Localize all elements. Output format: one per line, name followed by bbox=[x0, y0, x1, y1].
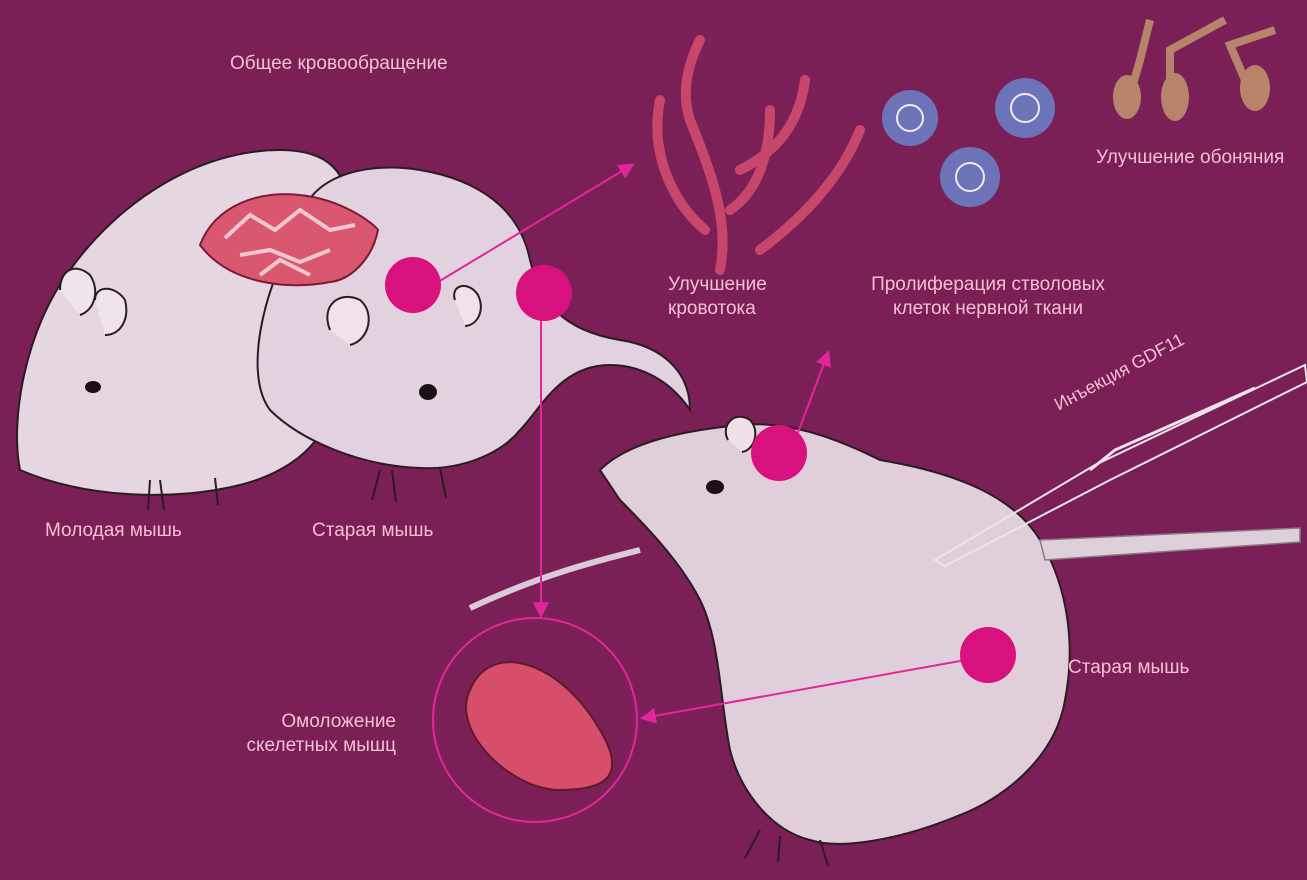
label-blood-flow: Улучшение кровотока bbox=[668, 273, 788, 321]
stem-cells-illustration bbox=[882, 78, 1055, 207]
label-muscle: Омоложение скелетных мышц bbox=[196, 710, 396, 758]
marker-injected-mouse-muscle bbox=[960, 627, 1016, 683]
young-mouse-eye bbox=[85, 381, 101, 393]
skeletal-muscle-illustration bbox=[433, 618, 637, 822]
marker-old-mouse-body bbox=[516, 265, 572, 321]
label-shared-circulation: Общее кровообращение bbox=[230, 52, 470, 76]
marker-old-mouse-brain bbox=[385, 257, 441, 313]
label-smell: Улучшение обоняния bbox=[1096, 146, 1301, 170]
old-mouse-injected-tail-left bbox=[470, 550, 640, 608]
marker-injected-mouse-brain bbox=[751, 425, 807, 481]
old-mouse-injected-illustration bbox=[470, 417, 1300, 866]
label-stem-cells: Пролиферация стволовых клеток нервной тк… bbox=[848, 273, 1128, 321]
blood-vessel-illustration bbox=[657, 40, 860, 270]
old-mouse-injected-eye bbox=[706, 480, 724, 494]
label-young-mouse: Молодая мышь bbox=[45, 519, 205, 543]
olfactory-neurons-illustration bbox=[1113, 20, 1275, 121]
label-old-mouse-parabiosis: Старая мышь bbox=[312, 519, 472, 543]
label-old-mouse-injected: Старая мышь bbox=[1068, 656, 1228, 680]
old-mouse-eye bbox=[419, 384, 437, 400]
